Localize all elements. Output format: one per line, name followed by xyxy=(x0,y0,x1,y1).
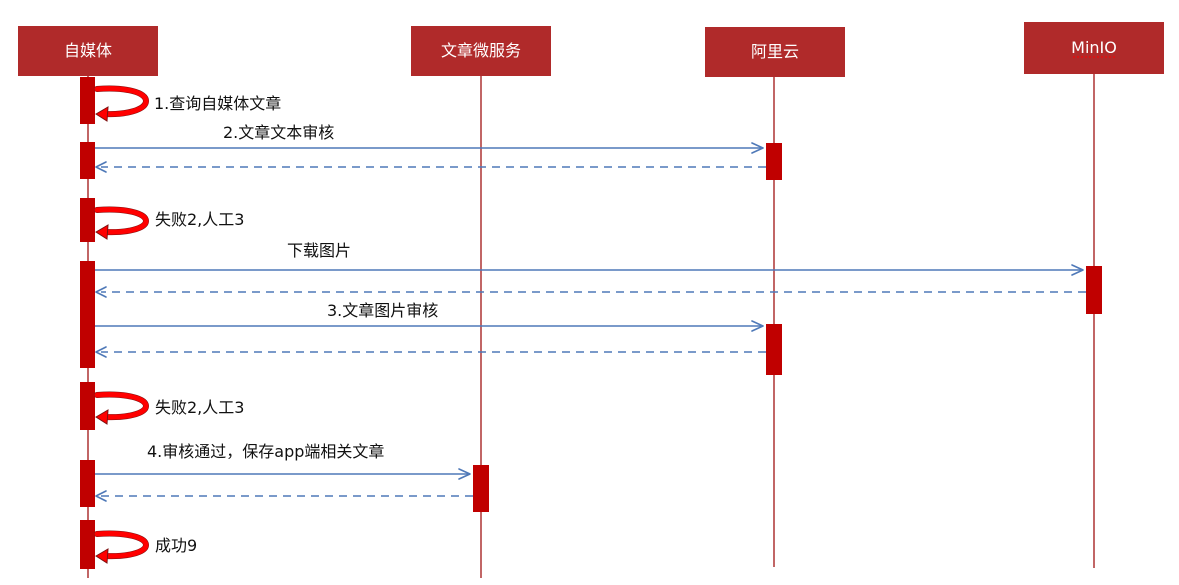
activation-media-3 xyxy=(80,198,95,242)
message-label-4: 下载图片 xyxy=(287,241,351,260)
self-call-arrow-icon xyxy=(95,106,109,122)
participant-aliyun-label: 阿里云 xyxy=(751,42,799,61)
self-call-3: 失败2,人工3 xyxy=(94,391,244,425)
activation-media-1 xyxy=(80,77,95,124)
activation-aliyun-1 xyxy=(766,143,782,180)
message-7: 4.审核通过，保存app端相关文章 xyxy=(95,442,473,502)
activation-aliyun-2 xyxy=(766,324,782,375)
activation-media-4 xyxy=(80,261,95,368)
participant-media: 自媒体 xyxy=(18,26,158,76)
self-call-4: 成功9 xyxy=(94,530,197,564)
activation-media-6 xyxy=(80,460,95,507)
message-label-7: 4.审核通过，保存app端相关文章 xyxy=(147,442,384,461)
activation-minio-1 xyxy=(1086,266,1102,314)
message-label-3: 失败2,人工3 xyxy=(155,210,244,229)
participant-minio-box xyxy=(1024,22,1164,74)
self-call-arrow-icon xyxy=(95,409,109,425)
participant-media-label: 自媒体 xyxy=(64,41,112,60)
message-label-5: 3.文章图片审核 xyxy=(327,301,438,320)
self-call-arrow-icon xyxy=(95,548,109,564)
self-call-arrow-icon xyxy=(95,224,109,240)
message-label-1: 1.查询自媒体文章 xyxy=(154,94,281,113)
message-5: 3.文章图片审核 xyxy=(95,301,766,358)
participant-article-service-box xyxy=(411,26,551,76)
message-label-2: 2.文章文本审核 xyxy=(223,123,334,142)
message-4: 下载图片 xyxy=(95,241,1086,298)
self-call-2: 失败2,人工3 xyxy=(94,206,244,240)
participant-aliyun: 阿里云 xyxy=(705,27,845,77)
self-call-1: 1.查询自媒体文章 xyxy=(94,85,281,122)
activation-article-service-1 xyxy=(473,465,489,512)
activation-media-2 xyxy=(80,142,95,179)
activation-media-7 xyxy=(80,520,95,569)
participant-media-box xyxy=(18,26,158,76)
participant-aliyun-box xyxy=(705,27,845,77)
message-label-6: 失败2,人工3 xyxy=(155,398,244,417)
message-2: 2.文章文本审核 xyxy=(95,123,766,173)
participant-article-service-label: 文章微服务 xyxy=(441,41,521,60)
message-label-8: 成功9 xyxy=(155,536,197,555)
participant-minio: MinIO xyxy=(1024,22,1164,74)
participant-article-service: 文章微服务 xyxy=(411,26,551,76)
participant-minio-label: MinIO xyxy=(1071,38,1117,57)
activation-media-5 xyxy=(80,382,95,430)
